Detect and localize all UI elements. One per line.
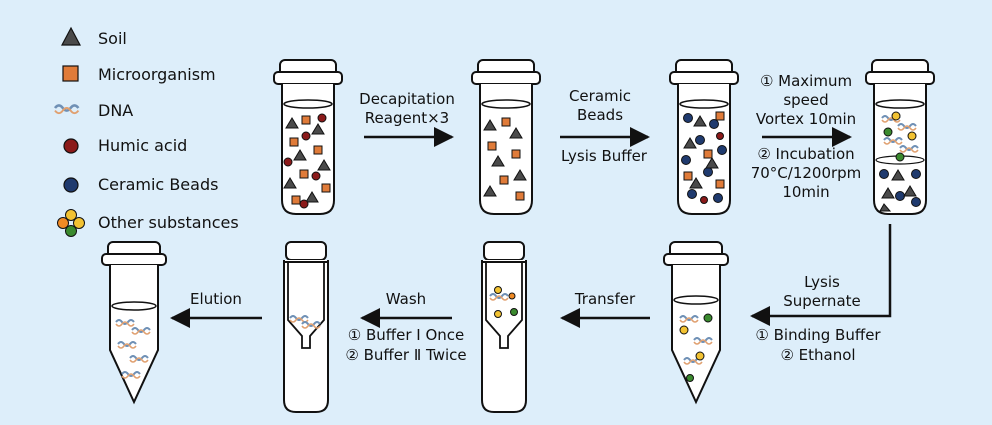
legend-item-soil: Soil bbox=[61, 26, 127, 48]
step-label: Lysis bbox=[804, 273, 840, 291]
tube-contents bbox=[681, 111, 727, 204]
ceramic-bead-icon bbox=[63, 177, 79, 193]
step-transfer: Transfer bbox=[560, 290, 650, 328]
legend-item-humic-acid: Humic acid bbox=[63, 136, 187, 155]
tube-binding bbox=[663, 241, 729, 405]
tube-contents bbox=[879, 111, 921, 212]
step-vortex-incubation: ① Maximum speed Vortex 10min ② Incubatio… bbox=[751, 72, 862, 201]
other-substances-icon bbox=[57, 209, 85, 237]
step-label: 10min bbox=[782, 183, 829, 201]
humic-acid-icon bbox=[63, 138, 79, 154]
tube-spin-column-loaded bbox=[481, 241, 527, 413]
tube-with-beads bbox=[669, 59, 739, 215]
legend-label: DNA bbox=[98, 101, 133, 120]
step-ceramic-beads: Ceramic Beads Lysis Buffer bbox=[560, 87, 650, 165]
legend-item-dna: DNA bbox=[53, 101, 133, 120]
step-label: ① Buffer Ⅰ Once bbox=[348, 326, 465, 344]
step-label: Ceramic bbox=[569, 87, 631, 105]
step-lysis-supernate: Lysis Supernate ① Binding Buffer ② Ethan… bbox=[750, 224, 892, 364]
legend-label: Soil bbox=[98, 29, 127, 48]
legend: Soil Microorganism DNA Humic acid Cerami… bbox=[53, 26, 239, 237]
dna-icon bbox=[53, 104, 80, 115]
step-decapitation: Decapitation Reagent×3 bbox=[359, 90, 455, 147]
step-label: 70°C/1200rpm bbox=[751, 164, 862, 182]
square-icon bbox=[62, 65, 79, 82]
legend-item-ceramic-beads: Ceramic Beads bbox=[63, 175, 218, 194]
step-label: ② Incubation bbox=[757, 145, 854, 163]
step-label: Wash bbox=[386, 290, 426, 308]
step-label: Supernate bbox=[783, 292, 861, 310]
legend-label: Ceramic Beads bbox=[98, 175, 218, 194]
tube-lysed bbox=[865, 59, 935, 215]
step-label: Beads bbox=[577, 106, 623, 124]
legend-item-microorganism: Microorganism bbox=[62, 65, 216, 84]
tube-contents bbox=[679, 313, 713, 382]
step-label: ② Ethanol bbox=[780, 346, 855, 364]
legend-item-other-substances: Other substances bbox=[57, 209, 239, 237]
tube-spin-column-washed bbox=[283, 241, 329, 413]
tube-eluted bbox=[101, 241, 167, 405]
tube-sample bbox=[273, 59, 343, 215]
tube-contents bbox=[283, 113, 331, 209]
step-label: Transfer bbox=[574, 290, 636, 308]
step-elution: Elution bbox=[170, 290, 262, 328]
triangle-icon bbox=[61, 26, 81, 46]
step-wash: Wash ① Buffer Ⅰ Once ② Buffer Ⅱ Twice bbox=[345, 290, 466, 364]
legend-label: Other substances bbox=[98, 213, 239, 232]
tube-decapitated bbox=[471, 59, 541, 215]
step-label: Elution bbox=[190, 290, 242, 308]
tube-contents bbox=[489, 286, 518, 318]
step-label: Decapitation bbox=[359, 90, 455, 108]
legend-label: Humic acid bbox=[98, 136, 187, 155]
legend-label: Microorganism bbox=[98, 65, 216, 84]
step-label: ① Binding Buffer bbox=[755, 326, 881, 344]
tube-contents bbox=[483, 117, 527, 201]
step-label: Reagent×3 bbox=[365, 109, 449, 127]
step-label: Vortex 10min bbox=[756, 110, 856, 128]
step-label: ① Maximum bbox=[760, 72, 852, 90]
step-label: Lysis Buffer bbox=[561, 147, 648, 165]
arrow-elbow bbox=[750, 224, 892, 326]
step-label: speed bbox=[783, 91, 828, 109]
step-label: ② Buffer Ⅱ Twice bbox=[345, 346, 466, 364]
